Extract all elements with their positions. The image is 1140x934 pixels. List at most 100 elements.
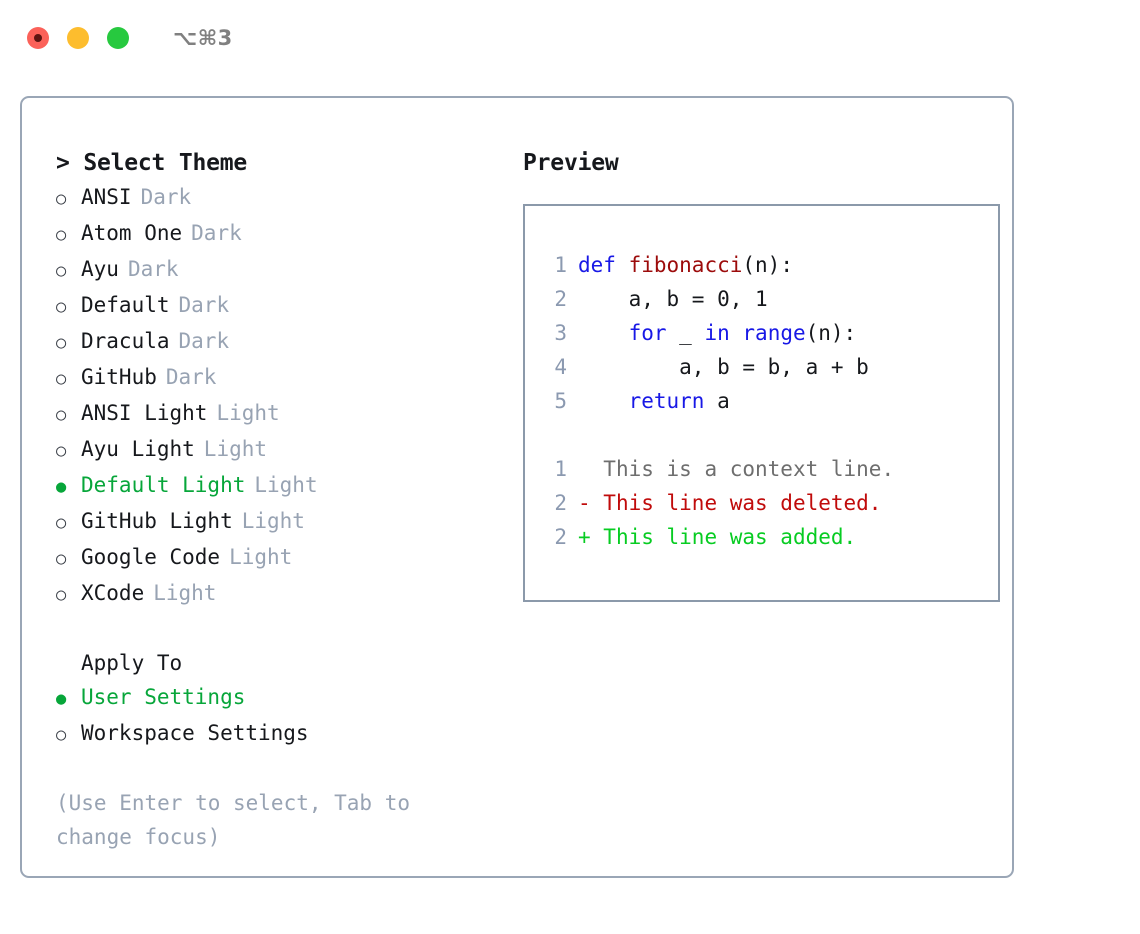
radio-unselected-icon[interactable]: ○ <box>56 333 67 353</box>
code-token: in <box>704 321 730 345</box>
radio-selected-icon[interactable]: ● <box>56 477 67 497</box>
theme-variant-badge: Dark <box>127 257 179 281</box>
radio-unselected-icon[interactable]: ○ <box>56 585 67 605</box>
prompt-caret: > <box>56 150 70 176</box>
radio-unselected-icon[interactable]: ○ <box>56 549 67 569</box>
code-line: 4 a, b = b, a + b <box>541 350 998 384</box>
diff-marker: - <box>578 491 591 515</box>
code-line: 5 return a <box>541 384 998 418</box>
theme-variant-badge: Light <box>203 437 268 461</box>
code-text: def fibonacci(n): <box>578 248 793 282</box>
diff-text: This is a context line. <box>590 457 895 481</box>
page-title-text: Select Theme <box>83 150 248 176</box>
radio-unselected-icon[interactable]: ○ <box>56 225 67 245</box>
radio-unselected-icon[interactable]: ○ <box>56 297 67 317</box>
radio-unselected-icon[interactable]: ○ <box>56 513 67 533</box>
radio-unselected-icon[interactable]: ○ <box>56 441 67 461</box>
line-number: 4 <box>554 355 567 379</box>
maximize-window-icon[interactable] <box>107 27 129 49</box>
theme-name-label: ANSI Light <box>81 401 208 425</box>
code-text: a, b = 0, 1 <box>578 282 768 316</box>
spacer-bullet: ○ <box>56 646 81 680</box>
diff-line: 1 This is a context line. <box>541 452 998 486</box>
code-text: a, b = b, a + b <box>578 350 869 384</box>
apply-to-header: ○ Apply To <box>56 646 504 680</box>
theme-list-item[interactable]: ○ Ayu Dark <box>56 252 504 288</box>
theme-name-label: ANSI <box>81 185 132 209</box>
code-token: fibonacci <box>628 253 743 277</box>
line-number: 2 <box>554 287 567 311</box>
code-line: 2 a, b = 0, 1 <box>541 282 998 316</box>
apply-to-header-label: Apply To <box>81 651 183 675</box>
code-token: range <box>742 321 806 345</box>
code-token: a, b = b, a + b <box>578 355 869 379</box>
theme-name-label: Google Code <box>81 545 221 569</box>
theme-list-item[interactable]: ○ ANSI Dark <box>56 180 504 216</box>
theme-list-item[interactable]: ○ Ayu Light Light <box>56 432 504 468</box>
line-number: 2 <box>554 525 567 549</box>
theme-name-label: XCode <box>81 581 145 605</box>
theme-variant-badge: Light <box>216 401 280 425</box>
code-line: 1 def fibonacci(n): <box>541 248 998 282</box>
diff-marker: + <box>578 525 591 549</box>
code-token <box>578 389 629 413</box>
theme-variant-badge: Dark <box>178 293 230 317</box>
apply-to-item[interactable]: ● User Settings <box>56 680 504 716</box>
diff-line: 2- This line was deleted. <box>541 486 998 520</box>
minimize-window-icon[interactable] <box>67 27 89 49</box>
apply-to-label: User Settings <box>81 685 246 709</box>
theme-name-label: Ayu Light <box>81 437 195 461</box>
theme-variant-badge: Light <box>241 509 305 533</box>
code-token: return <box>628 389 705 413</box>
line-number: 1 <box>554 253 567 277</box>
title-bar: ⌥⌘3 <box>0 0 1140 76</box>
theme-name-label: Default Light <box>81 473 246 497</box>
diff-marker <box>578 452 591 486</box>
code-line: 3 for _ in range(n): <box>541 316 998 350</box>
code-token: (n): <box>742 253 793 277</box>
theme-variant-badge: Dark <box>140 185 192 209</box>
diff-text: This line was deleted. <box>590 491 882 515</box>
radio-unselected-icon[interactable]: ○ <box>56 261 67 281</box>
preview-title: Preview <box>523 150 619 176</box>
radio-unselected-icon[interactable]: ○ <box>56 405 67 425</box>
code-token: (n): <box>805 321 857 345</box>
line-number: 5 <box>554 389 567 413</box>
code-token <box>730 321 743 345</box>
radio-unselected-icon[interactable]: ○ <box>56 189 67 209</box>
traffic-lights <box>27 27 129 49</box>
page-title: > Select Theme <box>56 146 504 180</box>
apply-to-item[interactable]: ○Workspace Settings <box>56 716 504 752</box>
theme-name-label: Atom One <box>81 221 183 245</box>
keyboard-shortcut-label: ⌥⌘3 <box>173 26 233 50</box>
radio-unselected-icon[interactable]: ○ <box>56 725 67 745</box>
line-number: 1 <box>554 457 567 481</box>
code-text: return a <box>578 384 730 418</box>
theme-list-item[interactable]: ○ ANSI Light Light <box>56 396 504 432</box>
code-token <box>616 253 629 277</box>
code-token: a, b = 0, 1 <box>578 287 768 311</box>
radio-unselected-icon[interactable]: ○ <box>56 369 67 389</box>
keyboard-hint: (Use Enter to select, Tab to change focu… <box>56 791 423 849</box>
radio-selected-icon[interactable]: ● <box>56 689 67 709</box>
theme-name-label: Ayu <box>81 257 119 281</box>
code-token <box>578 321 629 345</box>
diff-sample: 1 This is a context line.2- This line wa… <box>541 452 998 554</box>
theme-name-label: GitHub <box>81 365 157 389</box>
close-window-icon[interactable] <box>27 27 49 49</box>
diff-line: 2 + This line was added. <box>541 520 998 554</box>
diff-text: This line was added. <box>590 525 857 549</box>
